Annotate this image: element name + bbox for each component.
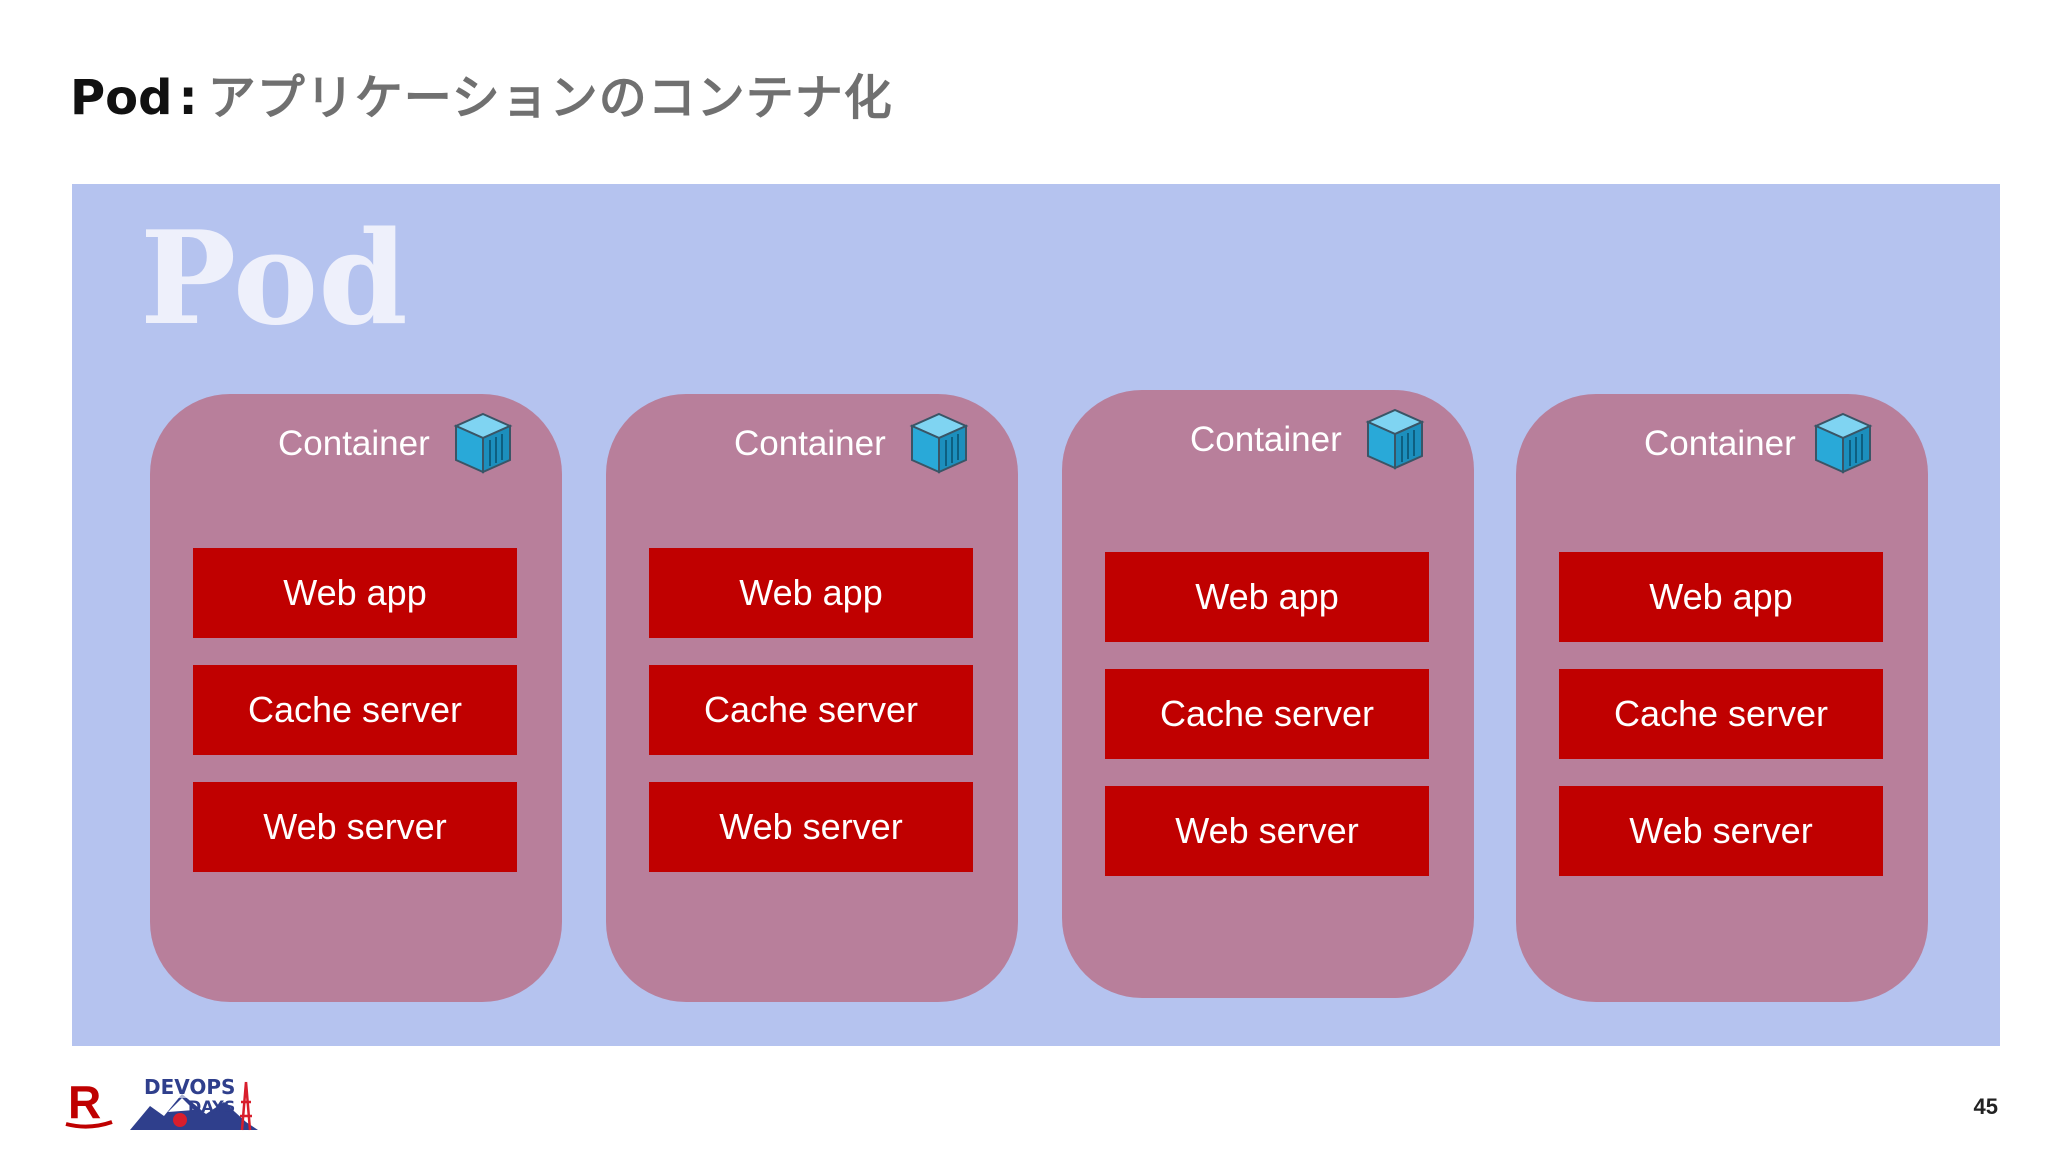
component-web-server: Web server — [1105, 786, 1429, 876]
container-cube-icon — [909, 412, 969, 474]
container-box: Container Web app Cache server Web serve… — [1516, 394, 1928, 1002]
component-web-server: Web server — [193, 782, 517, 872]
page-number: 45 — [1973, 1094, 1998, 1119]
title-main: Pod — [70, 70, 173, 126]
component-web-server: Web server — [1559, 786, 1883, 876]
component-cache-server: Cache server — [1559, 669, 1883, 759]
container-box: Container Web app Cache server Web serve… — [150, 394, 562, 1002]
container-cube-icon — [453, 412, 513, 474]
pod-label: Pod — [140, 204, 408, 354]
component-web-server: Web server — [649, 782, 973, 872]
slide-title: Pod:アプリケーションのコンテナ化 — [70, 62, 893, 134]
rakuten-logo: R — [65, 1076, 113, 1129]
devopsdays-tokyo-logo: DEVOPS DAYS — [130, 1075, 258, 1131]
container-cube-icon — [1365, 408, 1425, 470]
title-separator: : — [178, 70, 198, 126]
component-cache-server: Cache server — [649, 665, 973, 755]
svg-text:DEVOPS: DEVOPS — [144, 1075, 235, 1099]
container-label: Container — [278, 424, 430, 463]
container-cube-icon — [1813, 412, 1873, 474]
container-box: Container Web app Cache server Web serve… — [606, 394, 1018, 1002]
title-subtitle: アプリケーションのコンテナ化 — [207, 70, 893, 126]
container-label: Container — [1644, 424, 1796, 463]
container-box: Container Web app Cache server Web serve… — [1062, 390, 1474, 998]
container-label: Container — [1190, 420, 1342, 459]
component-web-app: Web app — [649, 548, 973, 638]
svg-text:R: R — [68, 1076, 101, 1128]
component-web-app: Web app — [1105, 552, 1429, 642]
component-web-app: Web app — [193, 548, 517, 638]
component-cache-server: Cache server — [193, 665, 517, 755]
component-web-app: Web app — [1559, 552, 1883, 642]
pod-area: Pod Container Web app Cache server Web s… — [72, 184, 2000, 1046]
svg-text:DAYS: DAYS — [188, 1097, 235, 1116]
component-cache-server: Cache server — [1105, 669, 1429, 759]
container-label: Container — [734, 424, 886, 463]
